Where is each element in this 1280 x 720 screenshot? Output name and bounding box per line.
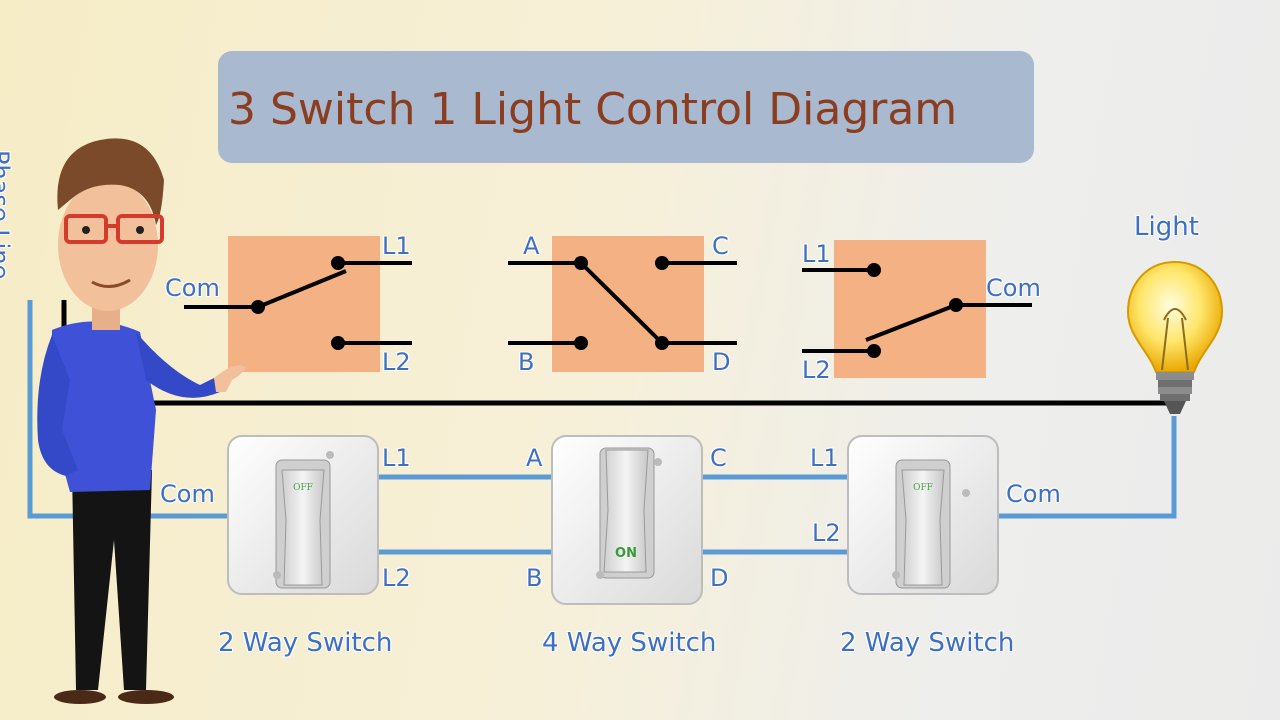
caption-switch1: 2 Way Switch bbox=[218, 628, 393, 658]
physical-s3-l1-label: L1 bbox=[810, 444, 839, 472]
schematic-s1-com-terminal bbox=[251, 300, 265, 314]
physical-switch2 bbox=[551, 435, 703, 605]
physical-switch1 bbox=[227, 435, 379, 595]
schematic-switch1 bbox=[184, 261, 412, 345]
schematic-s2-b-terminal bbox=[574, 336, 588, 350]
schematic-switch2-box bbox=[552, 236, 704, 372]
schematic-s2-a-label: A bbox=[523, 232, 540, 260]
schematic-s1-l1-terminal bbox=[331, 256, 345, 270]
schematic-s2-d-label: D bbox=[712, 348, 731, 376]
physical-s3-state: OFF bbox=[913, 483, 933, 493]
schematic-s3-l2-terminal bbox=[867, 344, 881, 358]
schematic-switch2 bbox=[508, 261, 737, 345]
schematic-s2-a-terminal bbox=[574, 256, 588, 270]
light-label: Light bbox=[1134, 212, 1199, 242]
physical-s2-b-label: B bbox=[526, 564, 543, 592]
schematic-switch3-box bbox=[834, 240, 986, 378]
title-banner bbox=[218, 51, 1034, 163]
schematic-s2-b-label: B bbox=[518, 348, 535, 376]
physical-s2-c-label: C bbox=[710, 444, 727, 472]
physical-s1-l2-label: L2 bbox=[382, 564, 411, 592]
blue-wiring bbox=[27, 300, 1177, 555]
schematic-s3-l1-terminal bbox=[867, 263, 881, 277]
physical-s3-l2-label: L2 bbox=[812, 519, 841, 547]
physical-s2-state: ON bbox=[615, 546, 637, 561]
schematic-s3-com-terminal bbox=[949, 298, 963, 312]
schematic-s3-l2-label: L2 bbox=[802, 356, 831, 384]
schematic-switch1-box bbox=[228, 236, 380, 372]
caption-switch2: 4 Way Switch bbox=[542, 628, 717, 658]
caption-switch3: 2 Way Switch bbox=[840, 628, 1015, 658]
physical-s1-com-label: Com bbox=[160, 480, 215, 508]
schematic-s2-c-terminal bbox=[655, 256, 669, 270]
physical-switch3 bbox=[847, 435, 999, 595]
schematic-s3-l1-label: L1 bbox=[802, 240, 831, 268]
physical-s2-d-label: D bbox=[710, 564, 729, 592]
schematic-s3-com-label: Com bbox=[986, 274, 1041, 302]
schematic-s1-com-label: Com bbox=[165, 274, 220, 302]
light-bulb-icon bbox=[1126, 260, 1224, 414]
schematic-switch3 bbox=[802, 268, 1032, 353]
schematic-s1-l2-label: L2 bbox=[382, 348, 411, 376]
presenter-character bbox=[37, 138, 246, 704]
schematic-s1-l1-label: L1 bbox=[382, 232, 411, 260]
diagram-title: 3 Switch 1 Light Control Diagram bbox=[228, 84, 958, 135]
schematic-s1-l2-terminal bbox=[331, 336, 345, 350]
physical-s3-com-label: Com bbox=[1006, 480, 1061, 508]
physical-s2-a-label: A bbox=[526, 444, 543, 472]
schematic-s2-d-terminal bbox=[655, 336, 669, 350]
physical-s1-l1-label: L1 bbox=[382, 444, 411, 472]
schematic-s2-c-label: C bbox=[712, 232, 729, 260]
physical-s1-state: OFF bbox=[293, 483, 313, 493]
